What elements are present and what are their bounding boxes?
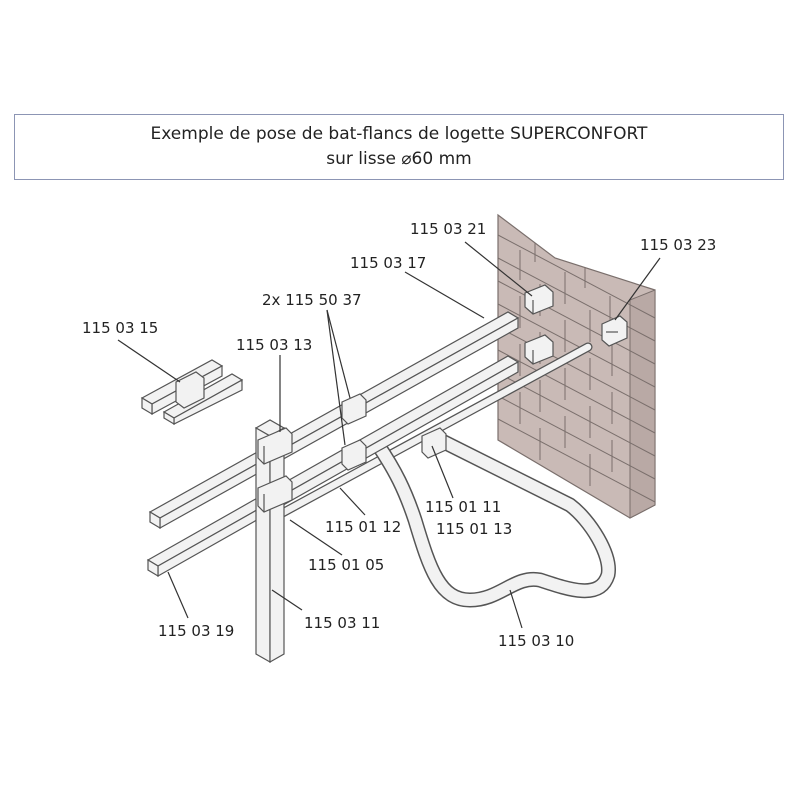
label-115-03-11: 115 03 11 <box>304 614 380 632</box>
label-115-01-05: 115 01 05 <box>308 556 384 574</box>
leader-lines <box>117 241 661 629</box>
wall-brackets <box>524 284 628 365</box>
post-clamps <box>257 427 293 513</box>
label-115-03-21: 115 03 21 <box>410 220 486 238</box>
label-115-03-15: 115 03 15 <box>82 319 158 337</box>
bent-loop-bar <box>371 433 616 608</box>
title-line-1: Exemple de pose de bat-flancs de logette… <box>150 124 648 144</box>
label-115-01-13: 115 01 13 <box>436 520 512 538</box>
lower-tube <box>146 355 520 578</box>
label-115-01-11: 115 01 11 <box>425 498 501 516</box>
label-115-03-23: 115 03 23 <box>640 236 716 254</box>
label-115-03-10: 115 03 10 <box>498 632 574 650</box>
sample-clamp-assembly <box>140 359 244 426</box>
label-115-01-12: 115 01 12 <box>325 518 401 536</box>
label-115-03-17: 115 03 17 <box>350 254 426 272</box>
label-2x-115-50-37: 2x 115 50 37 <box>262 291 362 309</box>
label-115-03-13: 115 03 13 <box>236 336 312 354</box>
label-115-03-19: 115 03 19 <box>158 622 234 640</box>
title-line-2: sur lisse ⌀60 mm <box>326 149 472 169</box>
part-labels: 115 03 21 115 03 23 115 03 17 2x 115 50 … <box>82 220 716 650</box>
upper-tube <box>148 311 520 530</box>
tube-clamps <box>341 393 447 471</box>
title-box: Exemple de pose de bat-flancs de logette… <box>14 114 784 180</box>
